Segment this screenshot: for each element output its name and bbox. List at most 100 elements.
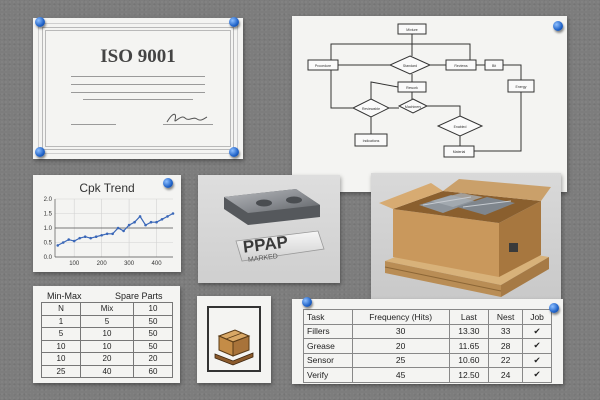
table-cell: 50 — [132, 339, 174, 353]
y-tick-label: 0.5 — [44, 241, 53, 247]
pin-icon — [302, 297, 312, 307]
pallet-icon-frame — [207, 306, 261, 372]
flow-node-label: Machinery — [405, 105, 421, 109]
table-cell: 28 — [488, 338, 524, 354]
column-header: Nest — [488, 309, 524, 325]
y-tick-label: 0.0 — [44, 255, 53, 261]
column-header: Job — [522, 309, 552, 325]
flow-decision — [388, 55, 432, 75]
flow-node-label: Mixture — [406, 28, 418, 32]
series-line — [57, 212, 174, 246]
data-point — [166, 215, 169, 218]
x-tick-label: 300 — [124, 261, 135, 267]
table-cell: 12.50 — [448, 367, 490, 383]
data-point — [61, 241, 65, 244]
data-point — [155, 220, 158, 224]
table-cell: 50 — [132, 327, 174, 341]
job-check-icon: ✔ — [522, 338, 552, 354]
pallet-icon-card — [197, 296, 271, 383]
certificate-text-line — [83, 99, 193, 100]
x-tick-label: 100 — [69, 261, 80, 267]
table-cell: 5 — [41, 327, 81, 341]
flow-node-label: Energy — [515, 85, 526, 89]
flowchart-diagram: Mixture Procedure Standard Reviews Bit E… — [307, 23, 535, 158]
table-cell: 25 — [351, 352, 450, 368]
table-cell: 24 — [488, 367, 524, 383]
table-cell: 20 — [132, 352, 174, 366]
data-point — [94, 235, 98, 238]
flow-node-label: Standard — [403, 64, 417, 68]
data-point — [138, 215, 142, 218]
certificate-signature-line — [163, 124, 213, 125]
flow-node-label: Indications — [363, 139, 380, 143]
pin-icon — [35, 17, 45, 27]
column-header: Task — [303, 309, 353, 325]
table-cell: 1 — [41, 314, 81, 328]
job-check-icon: ✔ — [522, 352, 552, 368]
y-tick-label: 1.0 — [44, 226, 53, 232]
x-tick-label: 400 — [152, 261, 163, 267]
data-point — [100, 233, 103, 237]
spare-parts-heading: Spare Parts — [115, 291, 163, 301]
certificate-text-line — [71, 76, 205, 77]
data-point — [56, 244, 60, 247]
data-point — [171, 212, 175, 215]
table-cell: 25 — [41, 364, 81, 378]
y-tick-label: 2.0 — [44, 197, 53, 203]
metal-plate-image — [224, 189, 325, 262]
table-cell: Fillers — [303, 323, 353, 339]
data-point — [72, 239, 76, 243]
pin-icon — [229, 147, 239, 157]
table-cell: 10 — [41, 352, 81, 366]
pin-icon — [35, 147, 45, 157]
pallet-box-photo — [371, 173, 561, 299]
table-cell: 10 — [41, 339, 81, 353]
flow-node-label: Rework — [406, 86, 418, 90]
table-cell: 30 — [351, 323, 450, 339]
certificate-text-line — [71, 84, 205, 85]
flow-node-label: Enabled — [454, 125, 467, 129]
data-point — [78, 236, 81, 240]
table-cell: 50 — [132, 314, 174, 328]
data-point — [116, 226, 120, 230]
data-point — [67, 238, 71, 241]
data-point — [83, 235, 87, 238]
certificate-text-line — [71, 92, 205, 93]
data-point — [89, 236, 92, 240]
flow-node-label: Procedure — [315, 64, 331, 68]
pin-icon — [163, 178, 173, 188]
data-point — [133, 220, 136, 224]
column-header: Frequency (Hits) — [351, 309, 450, 325]
iso-certificate: ISO 9001 — [33, 18, 243, 159]
certificate-date-line — [71, 124, 116, 125]
cardboard-box-image — [379, 179, 551, 297]
data-point — [144, 223, 147, 227]
certificate-border — [38, 23, 238, 154]
flow-decision — [397, 98, 429, 114]
ppap-plate-photo: PPAP MARKED — [198, 175, 340, 283]
table-cell: 33 — [488, 323, 524, 339]
pin-icon — [553, 21, 563, 31]
job-check-icon: ✔ — [522, 367, 552, 383]
table-cell: 40 — [80, 364, 134, 378]
flow-node-label: Reviewable — [362, 107, 380, 111]
y-tick-label: 1.5 — [44, 212, 53, 218]
flow-node-label: Reviews — [454, 64, 467, 68]
table-cell: 60 — [132, 364, 174, 378]
table-cell: 10.60 — [448, 352, 490, 368]
pin-icon — [549, 303, 559, 313]
